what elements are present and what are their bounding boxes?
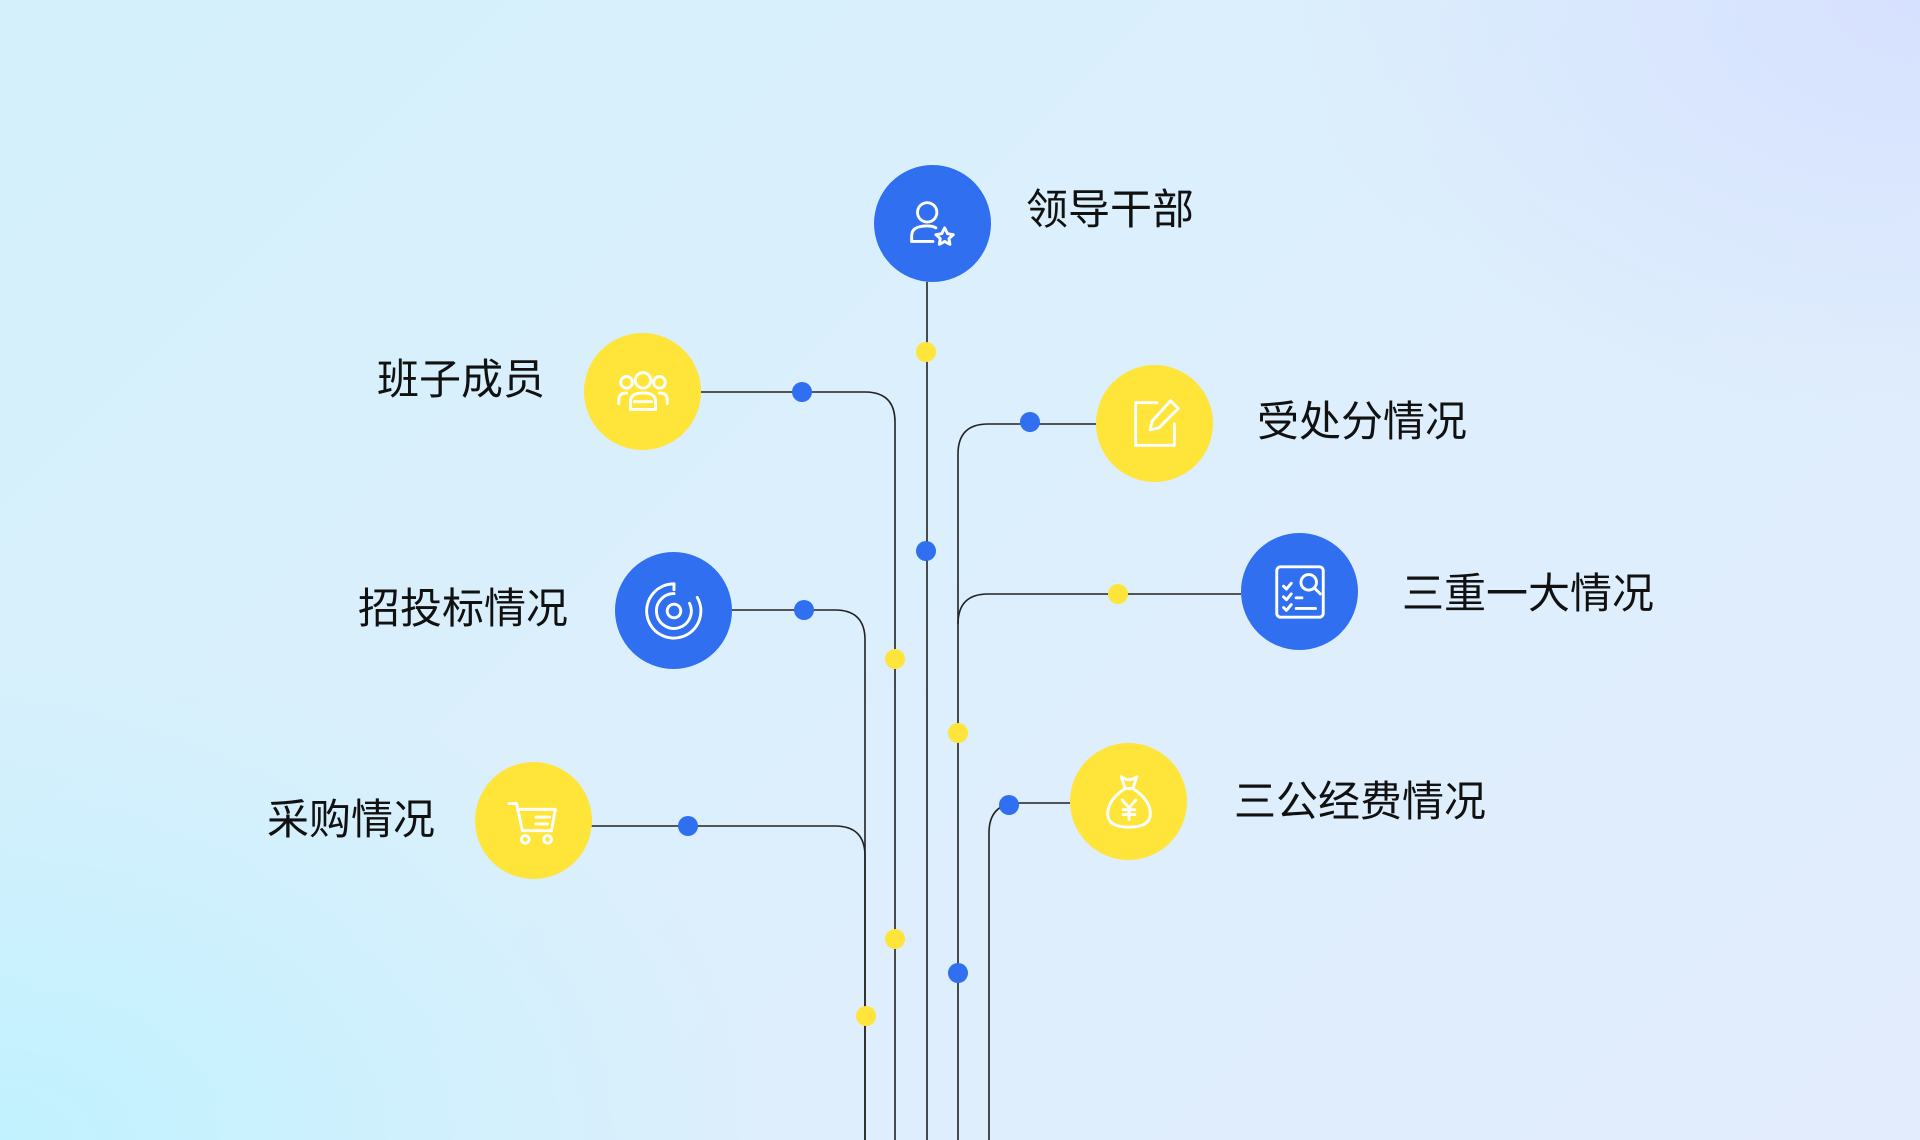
connector-dot	[1108, 584, 1128, 604]
connector-expense	[988, 802, 1070, 1140]
checklist-search-icon	[1274, 564, 1325, 619]
node-bidding[interactable]	[615, 552, 732, 669]
money-bag-icon	[1105, 774, 1152, 829]
label-punish: 受处分情况	[1257, 397, 1468, 446]
connector-dot	[792, 382, 812, 402]
label-leaders: 领导干部	[1026, 185, 1195, 234]
connector-dot	[885, 649, 905, 669]
node-expense[interactable]	[1070, 743, 1187, 860]
connector-dot	[916, 541, 936, 561]
label-major: 三重一大情况	[1402, 569, 1655, 618]
connector-dot	[885, 929, 905, 949]
node-punish[interactable]	[1096, 365, 1213, 482]
node-team[interactable]	[584, 333, 701, 450]
label-purchase: 采购情况	[266, 795, 435, 844]
connector-purchase	[591, 825, 866, 1140]
connector-team	[700, 391, 896, 1140]
user-star-icon	[909, 200, 955, 246]
cart-icon	[506, 801, 557, 845]
connector-dot	[948, 723, 968, 743]
connector-dot	[999, 795, 1019, 815]
label-team: 班子成员	[376, 355, 545, 404]
edit-icon	[1133, 398, 1180, 447]
label-expense: 三公经费情况	[1234, 777, 1487, 826]
label-bidding: 招投标情况	[357, 584, 568, 633]
node-purchase[interactable]	[475, 762, 592, 879]
node-leaders[interactable]	[874, 165, 991, 282]
connector-punish	[957, 423, 1096, 1140]
connector-major	[957, 593, 1241, 625]
group-icon	[616, 370, 669, 411]
connector-dot	[948, 963, 968, 983]
target-icon	[644, 581, 702, 640]
connector-dot	[916, 342, 936, 362]
connector-dot	[794, 600, 814, 620]
connector-bidding	[732, 609, 866, 1140]
connector-dot	[856, 1006, 876, 1026]
connector-dot	[1020, 412, 1040, 432]
connector-dot	[678, 816, 698, 836]
node-major[interactable]	[1241, 533, 1358, 650]
